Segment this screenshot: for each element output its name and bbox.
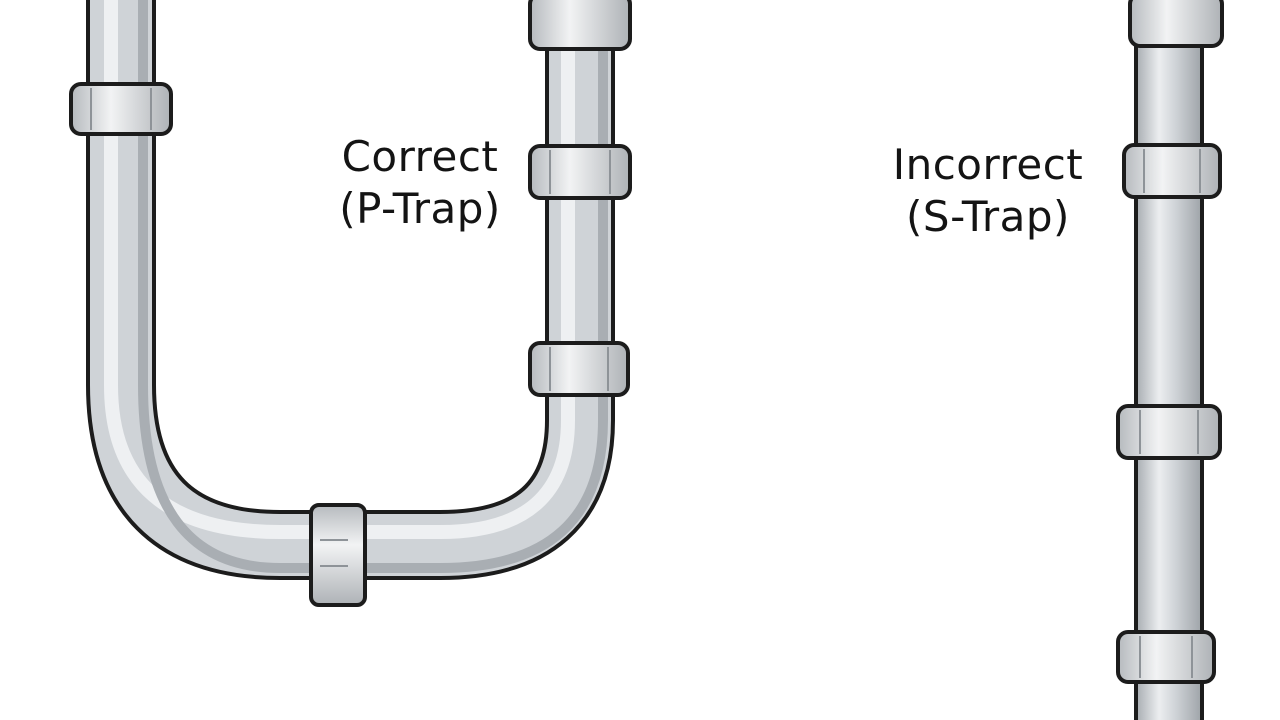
coupling-icon (1116, 630, 1216, 684)
incorrect-label-line2: (S-Trap) (906, 192, 1070, 241)
p-trap-pipe-outline (86, 0, 615, 580)
p-trap-pipe-shadow (138, 0, 608, 573)
p-trap-pipe-icon (69, 0, 632, 607)
incorrect-s-trap-label: Incorrect (S-Trap) (868, 139, 1108, 243)
coupling-icon (1116, 404, 1222, 460)
coupling-icon (1122, 143, 1222, 199)
coupling-icon (528, 0, 632, 51)
p-trap-pipe-highlight (104, 0, 575, 539)
correct-p-trap-label: Correct (P-Trap) (300, 131, 540, 235)
coupling-icon (69, 82, 173, 136)
straight-pipe-body (1134, 0, 1204, 720)
straight-pipe-icon (1116, 0, 1224, 720)
p-trap-pipe-body (90, 0, 611, 576)
correct-label-line2: (P-Trap) (339, 184, 501, 233)
correct-label-line1: Correct (341, 132, 499, 181)
incorrect-label-line1: Incorrect (892, 140, 1084, 189)
coupling-icon (528, 341, 630, 397)
coupling-icon (309, 503, 367, 607)
coupling-icon (528, 144, 632, 200)
coupling-icon (1128, 0, 1224, 48)
